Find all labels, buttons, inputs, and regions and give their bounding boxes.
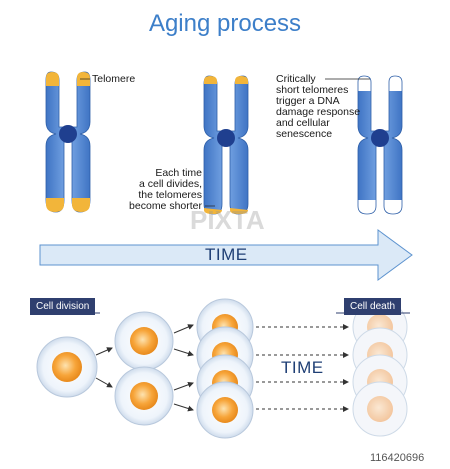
- cell-death-badge: Cell death: [344, 298, 402, 315]
- each-time-line-3: the telomeres: [138, 189, 202, 201]
- division-arrow-2: [95, 377, 113, 388]
- critically-line-2: short telomeres: [276, 84, 349, 96]
- critically-line-1: Critically: [276, 73, 316, 85]
- watermark-brand: PIXTA: [190, 205, 265, 235]
- time-arrow: [39, 229, 413, 281]
- division-arrow-3: [173, 324, 194, 334]
- page-title: Aging process: [148, 10, 302, 37]
- chromosome-3: [357, 75, 403, 216]
- critically-line-3: trigger a DNA: [276, 95, 340, 107]
- time-label-top: TIME: [205, 245, 248, 264]
- each-time-label: Each time a cell divides, the telomeres …: [112, 168, 202, 212]
- dead-cells: [352, 299, 408, 437]
- division-arrow-1: [95, 347, 113, 356]
- each-time-line-1: Each time: [155, 167, 202, 179]
- cell-gen-3: [196, 298, 254, 439]
- division-arrow-6: [173, 403, 194, 412]
- each-time-line-4: become shorter: [129, 200, 202, 212]
- critically-line-4: damage response: [276, 106, 361, 118]
- critically-label: Critically short telomeres trigger a DNA…: [276, 74, 366, 140]
- telomere-label: Telomere: [92, 73, 136, 85]
- each-time-line-2: a cell divides,: [138, 178, 202, 190]
- cell-gen-2b: [114, 366, 174, 426]
- chromosome-1: [45, 71, 91, 213]
- cell-gen-1: [36, 336, 98, 398]
- cell-division-badge: Cell division: [30, 298, 96, 315]
- critically-line-6: senescence: [276, 128, 333, 140]
- chromosome-2: [203, 75, 249, 215]
- critically-line-5: and cellular: [276, 117, 330, 129]
- division-arrow-5: [173, 381, 194, 391]
- time-label-bottom: TIME: [281, 358, 324, 377]
- division-arrow-4: [173, 348, 194, 357]
- watermark-code: 116420696: [370, 452, 425, 464]
- cell-gen-2a: [114, 311, 174, 371]
